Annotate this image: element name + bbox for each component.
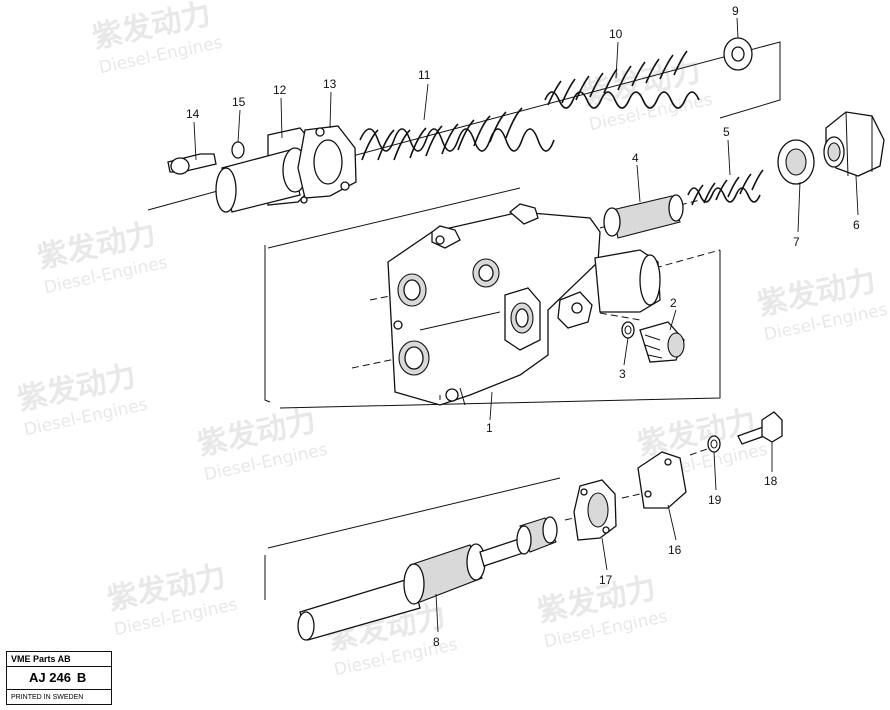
callout-14: 14 — [186, 107, 200, 121]
shaft-8 — [297, 516, 558, 641]
drawing-code: AJ 246 — [29, 670, 71, 685]
spring-10 — [544, 50, 700, 109]
callout-2: 2 — [670, 296, 677, 310]
callout-18: 18 — [764, 474, 778, 488]
plug-6 — [823, 111, 885, 177]
drawing-code-letter: B — [76, 670, 87, 685]
leader-lines — [193, 17, 859, 633]
washer-3 — [621, 321, 635, 339]
callout-15: 15 — [232, 95, 246, 109]
company-name: VME Parts AB — [7, 652, 111, 667]
spring-5 — [687, 169, 764, 206]
upper-cover-group — [167, 125, 357, 213]
printed-note: PRINTED IN SWEDEN — [11, 694, 84, 701]
callout-11: 11 — [418, 68, 431, 82]
valve-housing — [387, 203, 661, 406]
cover-16 — [637, 451, 687, 509]
callout-13: 13 — [323, 77, 337, 91]
title-block: VME Parts AB AJ 246 B PRINTED IN SWEDEN — [6, 651, 112, 705]
washer-15 — [231, 141, 245, 159]
seal-ring-7 — [777, 139, 815, 185]
callout-8: 8 — [433, 635, 440, 649]
screw-18 — [737, 411, 783, 445]
drawing-code-row: AJ 246 B — [7, 667, 111, 690]
callout-17: 17 — [599, 573, 613, 587]
callout-9: 9 — [732, 4, 739, 18]
callout-1: 1 — [486, 421, 493, 435]
sensor-2 — [639, 321, 685, 363]
callout-12: 12 — [273, 83, 287, 97]
callout-4: 4 — [632, 151, 639, 165]
washer-9 — [723, 37, 753, 71]
callout-3: 3 — [619, 367, 626, 381]
washer-19 — [707, 435, 721, 453]
callout-19: 19 — [708, 493, 722, 507]
callout-6: 6 — [853, 218, 860, 232]
callout-5: 5 — [723, 125, 730, 139]
callout-7: 7 — [793, 235, 800, 249]
spring-11 — [359, 107, 555, 161]
gasket-17 — [573, 479, 617, 541]
callout-10: 10 — [609, 27, 623, 41]
callout-16: 16 — [668, 543, 682, 557]
callout-labels: 1 2 3 4 5 6 7 8 9 10 11 12 13 14 15 16 1… — [186, 4, 860, 649]
piston-4 — [603, 194, 684, 239]
